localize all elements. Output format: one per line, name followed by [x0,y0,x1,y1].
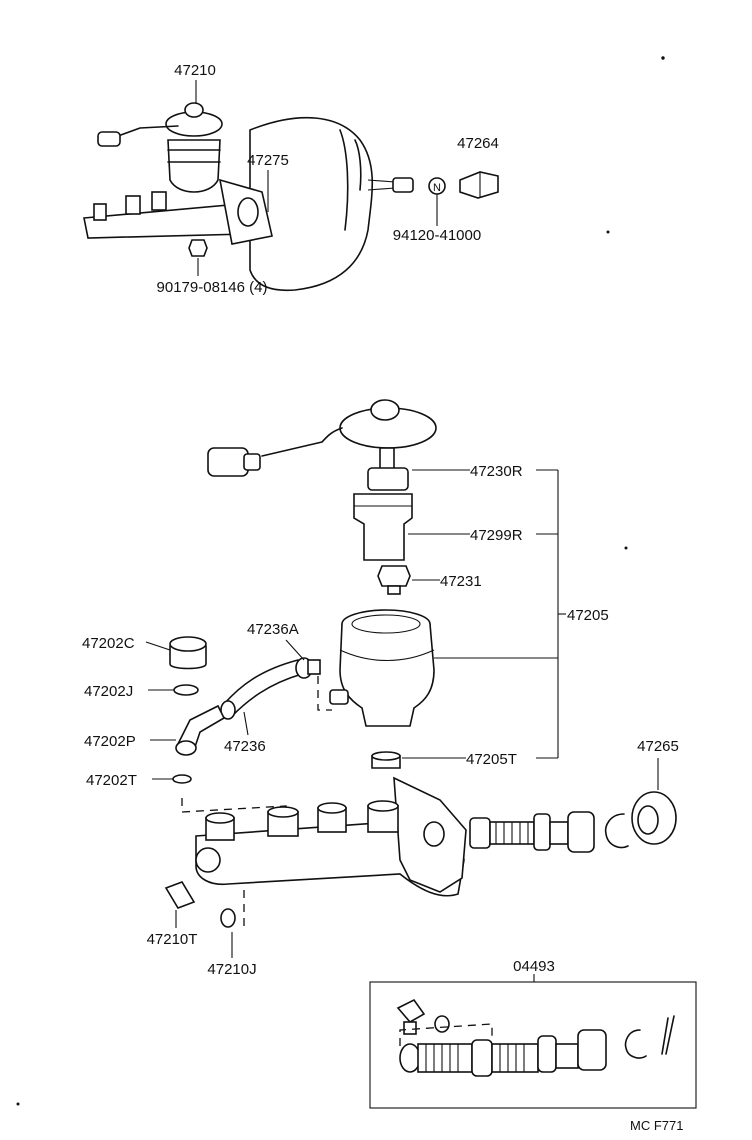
label-47264: 47264 [457,135,499,152]
label-47205T: 47205T [466,751,517,768]
label-47236A: 47236A [247,621,299,638]
sensor-connector-small [97,131,121,147]
label-47202T: 47202T [86,772,137,789]
bolt-47231 [377,565,411,587]
kit-box [369,981,697,1109]
top-assembly: N 47210 47275 47264 94120-41000 90179-08… [83,62,499,296]
ring-47202T [172,774,192,784]
label-47231: 47231 [440,573,482,590]
label-94120-41000: 94120-41000 [393,227,481,244]
repair-kit-04493: 04493 [369,958,697,1109]
clip-47264 [459,171,499,199]
figure-code: MC F771 [630,1118,683,1133]
hose-47236 [223,659,303,717]
strainer-47299R [353,493,413,561]
label-47202P: 47202P [84,733,136,750]
label-47275: 47275 [247,152,289,169]
label-47265: 47265 [637,738,679,755]
label-04493: 04493 [513,958,555,975]
booster-pushrod [392,177,414,193]
label-47230R: 47230R [470,463,523,480]
nut-90179 [188,239,208,257]
new-part-mark-letter: N [433,182,441,194]
float-47230R [367,467,409,491]
label-47210J: 47210J [207,961,256,978]
new-part-mark-icon [428,177,446,195]
snap-ring [604,813,629,849]
cap-47202C [169,645,207,670]
reservoir-exploded: 47230R 47299R 47231 47205 47205T [207,399,609,769]
label-47202J: 47202J [84,683,133,700]
label-47236: 47236 [224,738,266,755]
label-47210: 47210 [174,62,216,79]
label-47210T: 47210T [147,931,198,948]
label-47202C: 47202C [82,635,135,652]
piston-assembly [469,811,595,853]
clamp-47202J [173,684,199,696]
brake-booster-outline [249,116,374,292]
master-cylinder-body: 47265 47210T 47210J [147,738,679,978]
level-sensor-connector [207,447,249,477]
washer-47210J [220,908,236,928]
bleeder-47210T [164,881,196,909]
hose-fittings: 47202C 47236A 47202J 47236 47202P 47202T [82,621,332,820]
reservoir-body-47205 [339,623,435,727]
label-90179-08146: 90179-08146 (4) [157,279,268,296]
label-47205: 47205 [567,607,609,624]
label-47299R: 47299R [470,527,523,544]
